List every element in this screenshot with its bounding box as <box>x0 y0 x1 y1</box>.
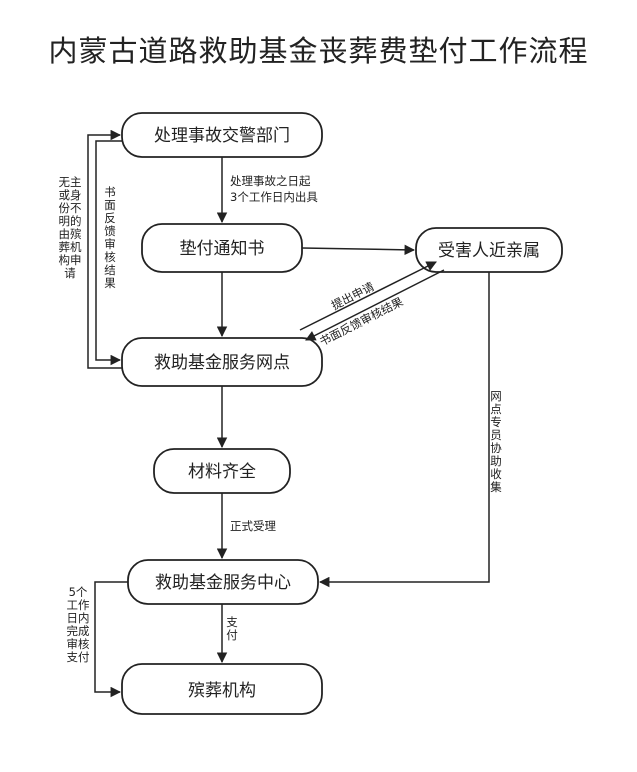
edge-label-unowned-text: 无主或身份不明的由殡葬机构申请 <box>59 175 82 280</box>
edge-label-staff-assist: 网点专员协助收集 <box>490 389 502 494</box>
edge-police-to-point <box>95 140 122 366</box>
edge-relatives-to-center <box>318 272 490 588</box>
node-notice-label: 垫付通知书 <box>180 239 265 259</box>
node-notice: 垫付通知书 <box>141 223 303 273</box>
node-service-point-label: 救助基金服务网点 <box>154 353 290 373</box>
edge-notice-to-relatives <box>301 244 416 256</box>
node-victim-relatives-label: 受害人近亲属 <box>438 241 540 261</box>
node-funeral-home-label: 殡葬机构 <box>188 681 256 701</box>
edge-center-to-funeral-left <box>94 581 128 698</box>
page-title: 内蒙古道路救助基金丧葬费垫付工作流程 <box>48 34 589 68</box>
edge-label-formal-acceptance: 正式受理 <box>230 519 276 533</box>
edge-point-to-police <box>87 129 122 369</box>
edge-relatives-to-point <box>305 269 445 341</box>
node-materials-label: 材料齐全 <box>188 462 256 482</box>
node-materials: 材料齐全 <box>153 448 291 494</box>
edge-label-5-days: 5个工作日内完成审核支付 <box>67 585 90 664</box>
edge-label-unowned: 无主或身份不明的由殡葬机构申请 <box>59 175 82 280</box>
edge-label-staff-assist-text: 网点专员协助收集 <box>490 389 502 494</box>
node-victim-relatives: 受害人近亲属 <box>415 227 563 273</box>
edge-label-5-days-text: 5个工作日内完成审核支付 <box>67 585 90 664</box>
edge-label-written-feedback-text: 书面反馈审核结果 <box>104 185 116 290</box>
node-funeral-home: 殡葬机构 <box>121 663 323 715</box>
edge-label-pay: 支付 <box>226 615 238 642</box>
node-traffic-police-label: 处理事故交警部门 <box>154 126 290 146</box>
node-service-point: 救助基金服务网点 <box>121 337 323 387</box>
edge-point-to-relatives <box>299 261 437 331</box>
node-service-center-label: 救助基金服务中心 <box>155 573 291 593</box>
node-traffic-police: 处理事故交警部门 <box>121 112 323 158</box>
edge-label-police-notice-2: 3个工作日内出具 <box>230 190 318 204</box>
edge-label-pay-text: 支付 <box>226 615 238 642</box>
edge-label-police-notice-1: 处理事故之日起 <box>230 174 311 188</box>
edge-label-written-feedback: 书面反馈审核结果 <box>104 185 116 290</box>
node-service-center: 救助基金服务中心 <box>127 559 319 605</box>
